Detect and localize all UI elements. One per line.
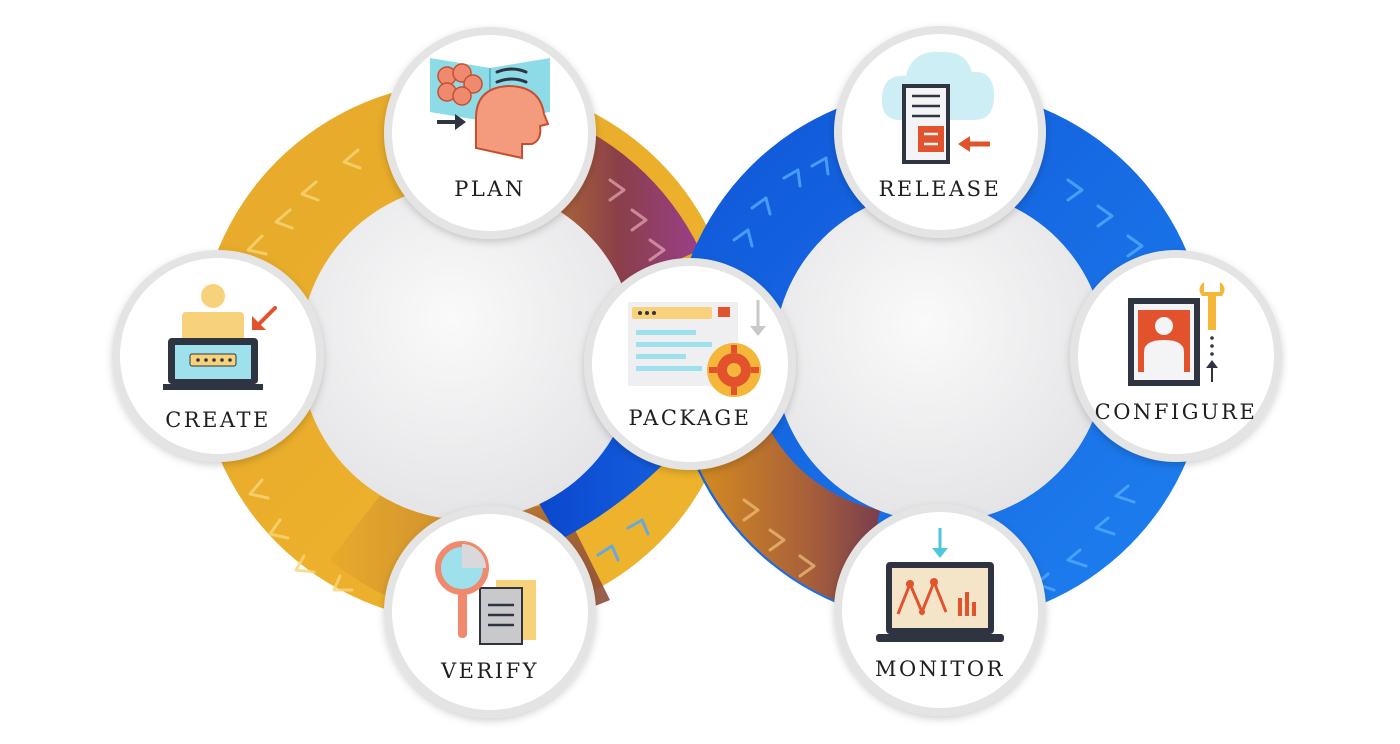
stage-label-configure: CONFIGURE xyxy=(1095,400,1258,424)
person-laptop-icon xyxy=(163,284,277,390)
stage-label-release: RELEASE xyxy=(879,177,1002,201)
stage-label-plan: PLAN xyxy=(454,177,526,201)
right-loop xyxy=(672,88,1208,624)
magnifier-document-icon xyxy=(435,541,536,645)
cloud-document-icon xyxy=(881,51,994,164)
browser-gear-icon xyxy=(628,300,766,397)
stage-label-verify: VERIFY xyxy=(440,659,539,683)
stage-label-monitor: MONITOR xyxy=(875,657,1005,681)
profile-wrench-icon xyxy=(1128,282,1225,386)
chevron-marks xyxy=(246,148,1144,592)
left-inner-disc xyxy=(300,184,636,520)
brain-head-book-icon xyxy=(430,58,550,160)
laptop-chart-icon xyxy=(876,528,1004,642)
stage-label-create: CREATE xyxy=(165,408,271,432)
right-inner-disc xyxy=(774,190,1106,522)
stage-label-package: PACKAGE xyxy=(628,406,751,430)
